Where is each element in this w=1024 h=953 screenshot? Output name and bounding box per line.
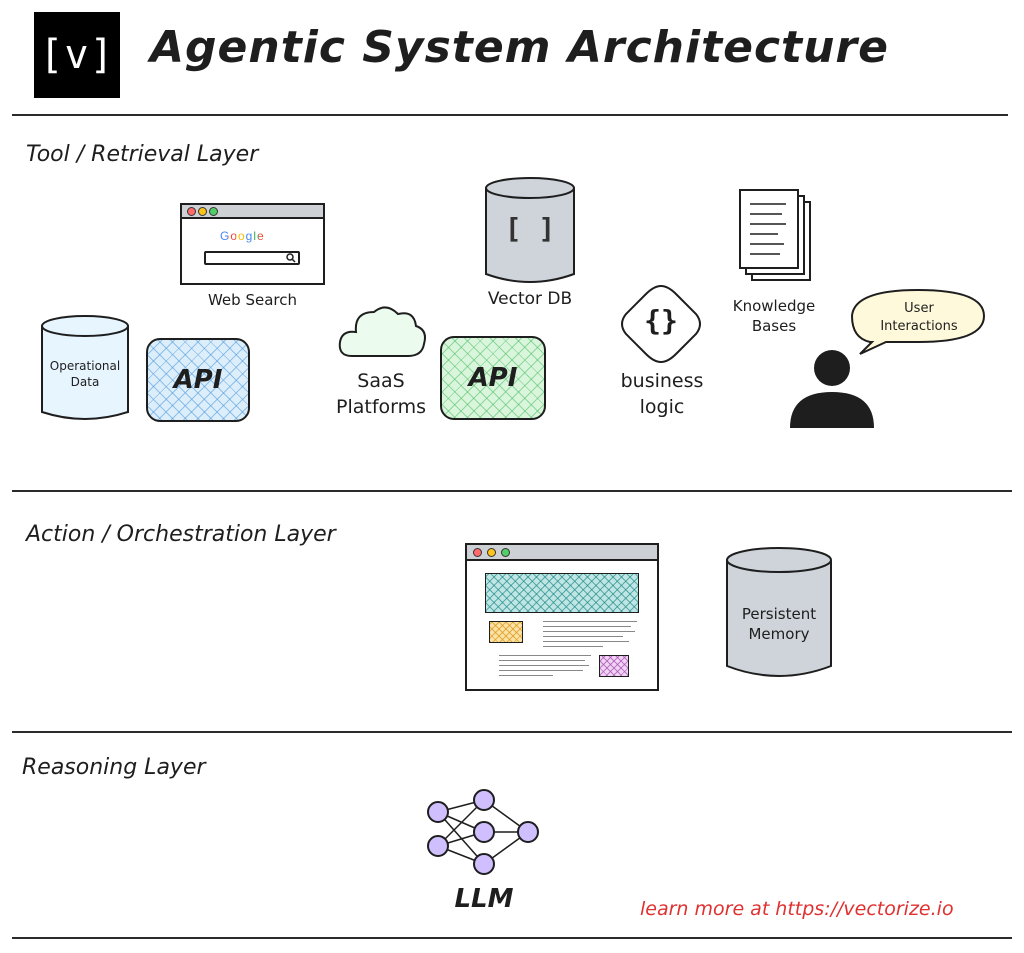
user-label-line1: User — [904, 301, 934, 316]
text-line — [499, 675, 553, 676]
text-line — [543, 636, 623, 637]
divider-bottom — [12, 937, 1012, 939]
vectorize-logo: [v] — [34, 12, 120, 98]
web-search-browser-icon: Google — [180, 203, 325, 285]
search-icon — [286, 253, 296, 263]
text-line — [543, 626, 631, 627]
persistent-memory-label: Persistent Memory — [725, 604, 833, 644]
text-line — [543, 641, 629, 642]
ui-titlebar — [467, 545, 657, 561]
api-label: API — [468, 363, 518, 393]
divider-action-reasoning — [12, 731, 1012, 733]
close-dot — [187, 207, 196, 216]
text-line — [543, 621, 637, 622]
text-line — [543, 631, 635, 632]
speech-bubble-icon — [850, 288, 986, 355]
operational-label-line1: Operational — [49, 359, 121, 373]
memory-label-line1: Persistent — [741, 605, 817, 623]
text-line — [499, 670, 583, 671]
search-box — [204, 251, 300, 265]
divider-top — [12, 114, 1008, 116]
google-logo: Google — [220, 229, 265, 243]
web-search-label: Web Search — [207, 291, 297, 309]
text-line — [499, 660, 585, 661]
neural-network-icon — [427, 789, 539, 875]
thumbnail-purple — [599, 655, 629, 677]
operational-data-cylinder-icon — [41, 315, 129, 420]
page-title: Agentic System Architecture — [150, 22, 889, 73]
user-label-line2: Interactions — [880, 319, 958, 334]
code-braces-icon — [621, 284, 701, 364]
cloud-icon — [338, 306, 426, 357]
knowledge-label-line2: Bases — [751, 317, 797, 335]
api-box-green: API — [440, 336, 546, 420]
api-box-blue: API — [146, 338, 250, 422]
api-label: API — [173, 365, 223, 395]
business-label-line1: business — [620, 370, 704, 392]
vector-db-cylinder-icon — [485, 177, 575, 283]
maximize-dot — [209, 207, 218, 216]
saas-label-line2: Platforms — [335, 396, 427, 418]
browser-titlebar — [182, 205, 323, 219]
minimize-dot — [487, 548, 496, 557]
vector-db-label: Vector DB — [487, 289, 573, 309]
divider-tool-action — [12, 490, 1012, 492]
action-layer-title: Action / Orchestration Layer — [26, 522, 336, 547]
logo-text: [v] — [39, 32, 115, 78]
user-silhouette-icon — [790, 350, 874, 428]
operational-data-label: Operational Data — [40, 358, 130, 390]
text-line — [543, 646, 603, 647]
knowledge-label-line1: Knowledge — [732, 297, 816, 315]
document-stack-icon — [739, 189, 811, 281]
hero-image-block — [485, 573, 639, 613]
business-logic-label: business logic — [604, 368, 720, 420]
text-line — [499, 655, 591, 656]
operational-label-line2: Data — [70, 375, 100, 389]
user-interactions-label: User Interactions — [856, 300, 982, 336]
vectorize-link[interactable]: learn more at https://vectorize.io — [640, 898, 954, 920]
orchestration-ui-icon — [465, 543, 659, 691]
text-line — [499, 665, 589, 666]
memory-label-line2: Memory — [748, 625, 810, 643]
llm-label: LLM — [454, 884, 514, 914]
vector-db-icon-text: [ ] — [504, 212, 556, 245]
persistent-memory-cylinder-icon — [726, 547, 832, 677]
minimize-dot — [198, 207, 207, 216]
knowledge-bases-label: Knowledge Bases — [716, 296, 832, 336]
saas-platforms-label: SaaS Platforms — [318, 368, 444, 420]
maximize-dot — [501, 548, 510, 557]
close-dot — [473, 548, 482, 557]
business-logic-icon-text: {} — [644, 304, 678, 337]
reasoning-layer-title: Reasoning Layer — [22, 755, 206, 780]
saas-label-line1: SaaS — [357, 370, 405, 392]
tool-layer-title: Tool / Retrieval Layer — [26, 142, 259, 167]
thumbnail-yellow — [489, 621, 523, 643]
business-label-line2: logic — [639, 396, 685, 418]
